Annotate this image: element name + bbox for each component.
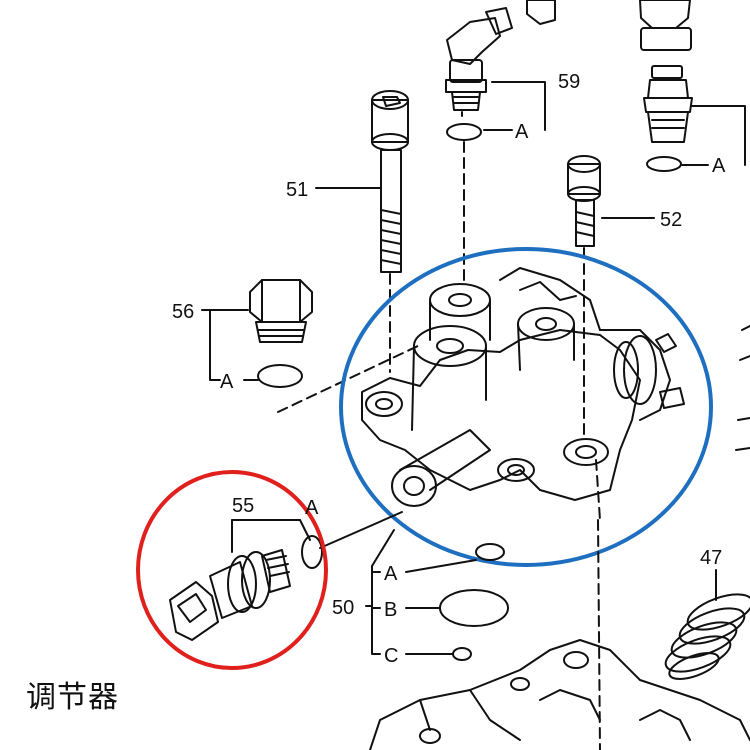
- callout-a-50: A: [384, 563, 398, 585]
- bolt-52-part: [567, 155, 601, 441]
- callout-a-right: A: [712, 155, 726, 177]
- callout-c-50: C: [384, 645, 398, 667]
- leader-line-59: [491, 81, 546, 131]
- leader-line-55-dash: [319, 511, 403, 549]
- callout-50: 50: [332, 597, 354, 619]
- callout-56: 56: [172, 301, 194, 323]
- highlight-circle-housing: [339, 247, 713, 567]
- callout-52: 52: [660, 209, 682, 231]
- pressure-sensor-55-part: [169, 549, 291, 641]
- o-ring-55: [301, 535, 323, 569]
- diagram-caption: 调节器: [26, 680, 119, 715]
- callout-a-56: A: [220, 371, 234, 393]
- regulator-housing-part: [361, 267, 685, 521]
- right-hose-fitting-part: [639, 0, 693, 172]
- base-plate-part: [369, 519, 750, 750]
- callout-55: 55: [232, 495, 254, 517]
- leader-line-50: [371, 565, 381, 655]
- highlight-circle-sensor: [136, 470, 328, 670]
- leader-line-right: [691, 105, 746, 166]
- bolt-51-part: [371, 90, 409, 373]
- spring-47-part: [664, 593, 750, 680]
- plug-56-part: [249, 279, 313, 388]
- o-ring-a: [475, 543, 505, 561]
- callout-a-55: A: [305, 497, 319, 519]
- leader-line-50-up: [371, 529, 395, 567]
- o-ring-b: [439, 589, 509, 627]
- leader-line-56-dash: [277, 344, 421, 413]
- callout-59: 59: [558, 71, 580, 93]
- elbow-fitting-part: [445, 7, 513, 281]
- callout-labels: 59 A A 51 52 56 A 55 A A 50 B C 47: [172, 71, 726, 667]
- o-ring-c: [452, 647, 472, 661]
- leader-line-56: [209, 309, 221, 381]
- callout-47: 47: [700, 547, 722, 569]
- callout-51: 51: [286, 179, 308, 201]
- right-edge-part: [735, 325, 750, 451]
- callout-a-59: A: [515, 121, 529, 143]
- top-fitting-part: [526, 0, 556, 25]
- callout-b-50: B: [384, 599, 397, 621]
